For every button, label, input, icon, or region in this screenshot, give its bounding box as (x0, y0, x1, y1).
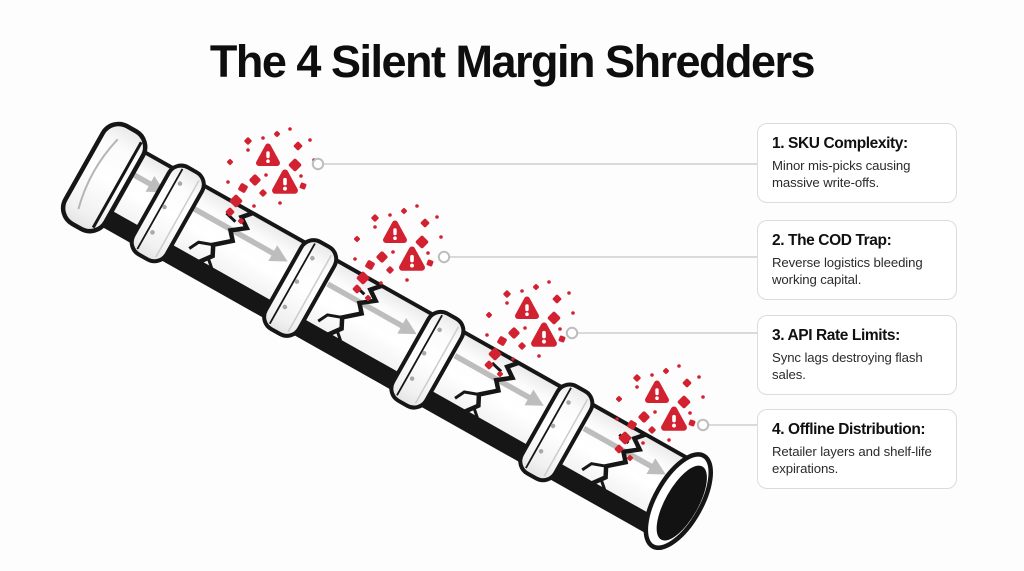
callout-body: Retailer layers and shelf-life expiratio… (772, 444, 932, 477)
callout-card-1: 1. SKU Complexity: Minor mis-picks causi… (757, 123, 957, 203)
callout-card-3: 3. API Rate Limits: Sync lags destroying… (757, 315, 957, 395)
callout-heading: 1. SKU Complexity: (772, 135, 908, 152)
pipe-flange (60, 121, 148, 234)
connector-lines (311, 157, 760, 432)
page-title: The 4 Silent Margin Shredders (209, 36, 816, 87)
callout-body: Reverse logistics bleeding working capit… (772, 255, 923, 288)
callout-card-2: 2. The COD Trap: Reverse logistics bleed… (757, 220, 957, 300)
connector-dot-3 (565, 326, 579, 340)
connector-dot-2 (437, 250, 451, 264)
pipe-shadow (88, 202, 665, 537)
callout-card-4: 4. Offline Distribution: Retailer layers… (757, 409, 957, 489)
callout-heading: 2. The COD Trap: (772, 232, 892, 249)
connector-dot-4 (696, 418, 710, 432)
connector-dot-1 (311, 157, 325, 171)
pipe-mouth (643, 452, 713, 551)
pipe (60, 121, 713, 551)
callout-body: Sync lags destroying flash sales. (772, 350, 923, 383)
callout-heading: 4. Offline Distribution: (772, 421, 926, 438)
callout-body: Minor mis-picks causing massive write-of… (772, 158, 911, 191)
callout-heading: 3. API Rate Limits: (772, 327, 900, 344)
